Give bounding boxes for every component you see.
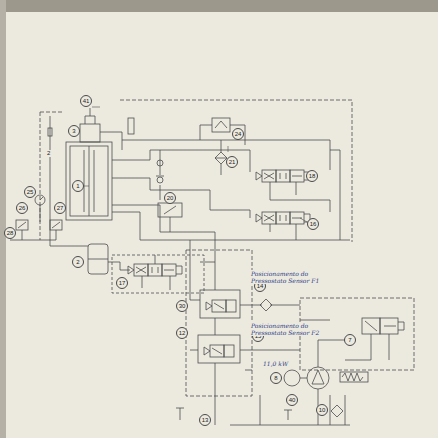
callout-circle: 17 <box>116 277 128 289</box>
handwritten-note: 11,0 kW <box>262 360 289 367</box>
callout-circle: 28 <box>4 227 16 239</box>
handwritten-note: Posicionamento do Pressostato Sensor F2 <box>250 322 330 336</box>
callout-number: 8 <box>274 375 277 381</box>
callout-circle: 40 <box>286 394 298 406</box>
dimension-label: 2 <box>46 150 51 157</box>
callout-circle: 25 <box>24 186 36 198</box>
callout-circle: 2 <box>72 256 84 268</box>
callout-number: 17 <box>119 280 126 286</box>
callout-number: 2 <box>76 259 79 265</box>
callout-number: 7 <box>348 337 351 343</box>
callout-circle: 24 <box>232 128 244 140</box>
callout-number: 30 <box>179 303 186 309</box>
handwritten-note: Posicionamento do Pressostato Sensor F1 <box>250 270 330 284</box>
callout-number: 12 <box>179 330 186 336</box>
callout-number: 21 <box>229 159 236 165</box>
callout-number: 18 <box>309 173 316 179</box>
callout-circle: 8 <box>270 372 282 384</box>
callout-circle: 1 <box>72 180 84 192</box>
callout-number: 3 <box>72 128 75 134</box>
callout-number: 28 <box>7 230 14 236</box>
callout-circle: 3 <box>68 125 80 137</box>
callout-circle: 20 <box>164 192 176 204</box>
callout-circle: 7 <box>344 334 356 346</box>
callout-circle: 10 <box>316 404 328 416</box>
callout-circle: 12 <box>176 327 188 339</box>
callout-number: 1 <box>76 183 79 189</box>
callout-number: 20 <box>167 195 174 201</box>
callout-circle: 27 <box>54 202 66 214</box>
callout-number: 25 <box>27 189 34 195</box>
callout-number: 16 <box>310 221 317 227</box>
callout-circle: 13 <box>199 414 211 426</box>
callout-circle: 18 <box>306 170 318 182</box>
callout-number: 13 <box>202 417 209 423</box>
callout-number: 24 <box>235 131 242 137</box>
callout-circle: 21 <box>226 156 238 168</box>
callout-number: 27 <box>57 205 64 211</box>
callout-number: 10 <box>319 407 326 413</box>
callout-circle: 41 <box>80 95 92 107</box>
callout-circle: 16 <box>307 218 319 230</box>
callout-number: 41 <box>83 98 90 104</box>
callout-number: 26 <box>19 205 26 211</box>
callout-number: 40 <box>289 397 296 403</box>
callout-circle: 26 <box>16 202 28 214</box>
callout-circle: 30 <box>176 300 188 312</box>
